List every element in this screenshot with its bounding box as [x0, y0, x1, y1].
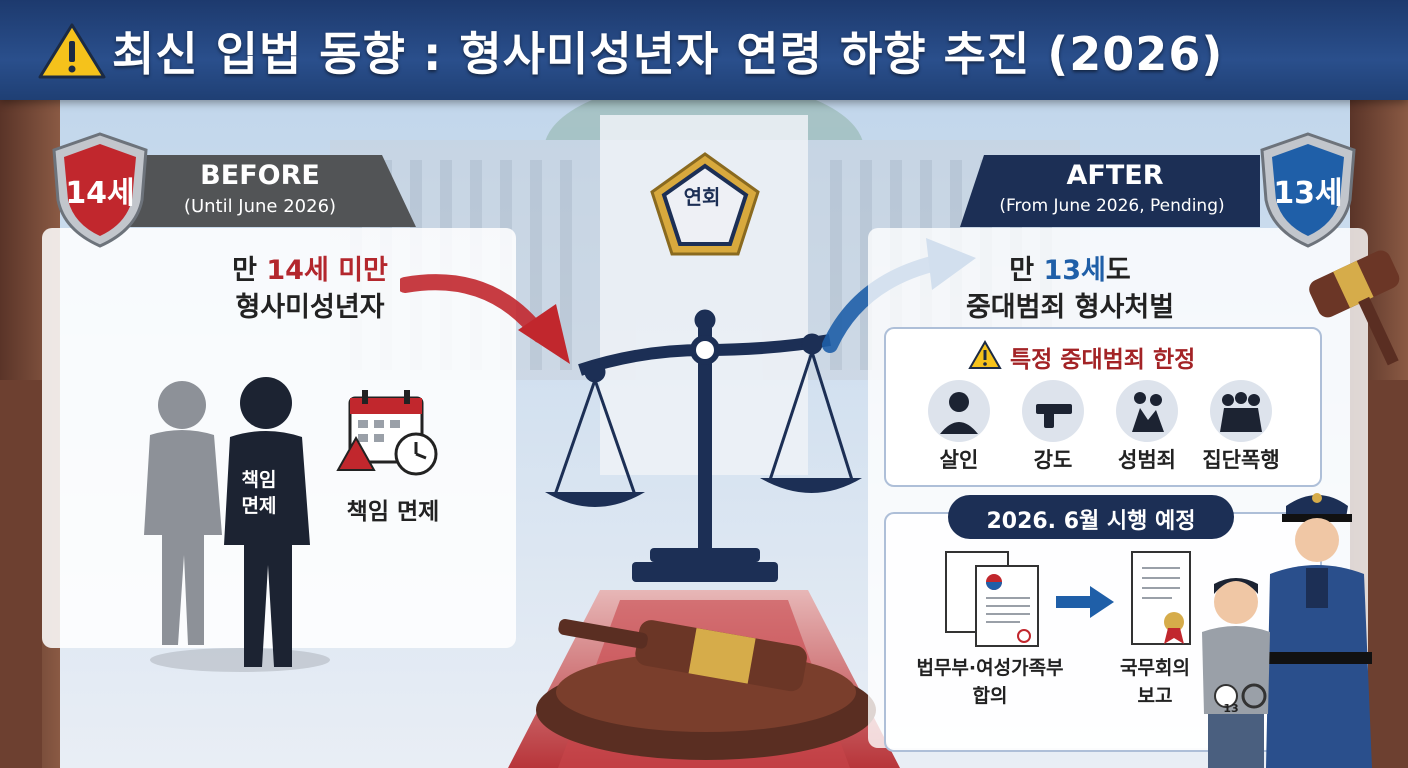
after-age-prefix: 만 — [1009, 255, 1044, 286]
police-officer-arresting-youth-illustration — [1202, 493, 1372, 768]
after-status-text: 중대범죄 형사처벌 — [965, 292, 1175, 323]
exemption-label: 책임 면제 — [346, 499, 440, 525]
sexual-crime-icon — [1116, 380, 1178, 442]
calendar-clock-warning-icon — [336, 390, 438, 476]
crime-label-group-assault: 집단폭행 — [1202, 448, 1280, 472]
gavel-icon — [536, 619, 876, 760]
suspect-person-icon — [928, 380, 990, 442]
after-age-text: 만 13세도 — [960, 248, 1180, 287]
crime-label-robbery: 강도 — [1033, 448, 1073, 472]
cabinet-report-line2: 보고 — [1137, 685, 1173, 707]
age-13-shield-icon — [1260, 132, 1356, 248]
before-age-badge: 14세 — [65, 176, 135, 211]
after-period: (From June 2026, Pending) — [999, 196, 1225, 216]
after-age-highlight: 13세 — [1043, 255, 1106, 286]
boy-silhouettes-illustration — [144, 377, 330, 672]
after-age-badge: 13세 — [1273, 176, 1343, 211]
after-age-suffix: 도 — [1105, 255, 1131, 286]
title-bar — [0, 0, 1408, 100]
national-assembly-seal-icon — [650, 152, 760, 256]
scales-of-justice-icon — [545, 309, 862, 582]
age-14-shield-icon — [52, 132, 148, 248]
after-label: AFTER — [1066, 160, 1164, 191]
after-header — [960, 155, 1260, 227]
warning-triangle-small-icon — [968, 340, 1002, 369]
crime-list-title: 특정 중대범죄 한정 — [1010, 347, 1196, 373]
agreement-documents-icon — [945, 551, 1039, 647]
boy-label-line2: 면제 — [241, 495, 277, 517]
warning-triangle-icon — [38, 23, 106, 79]
agreement-label-line1: 법무부·여성가족부 — [916, 657, 1064, 679]
red-arrow-icon — [400, 274, 570, 364]
robbery-gun-icon — [1022, 380, 1084, 442]
before-status-text: 형사미성년자 — [235, 292, 385, 323]
before-label: BEFORE — [200, 160, 320, 191]
cabinet-report-line1: 국무회의 — [1120, 657, 1190, 679]
agreement-label-line2: 합의 — [972, 685, 1008, 707]
process-arrow-icon — [1056, 586, 1114, 618]
before-age-highlight: 14세 미만 — [266, 255, 388, 286]
crime-label-murder: 살인 — [939, 448, 979, 472]
gavel-right-icon — [1309, 250, 1400, 366]
handcuff-tag: 13 — [1223, 702, 1239, 715]
before-period: (Until June 2026) — [183, 196, 337, 217]
schedule-pill — [948, 495, 1234, 539]
seal-text: 연회 — [683, 185, 721, 209]
schedule-text: 2026. 6월 시행 예정 — [986, 509, 1196, 534]
before-age-prefix: 만 — [232, 255, 267, 286]
group-assault-icon — [1210, 380, 1272, 442]
report-document-icon — [1131, 551, 1191, 645]
boy-label-line1: 책임 — [241, 469, 277, 491]
crime-label-sexual: 성범죄 — [1118, 448, 1176, 472]
before-age-text: 만 14세 미만 — [190, 248, 430, 287]
page-title: 최신 입법 동향 : 형사미성년자 연령 하향 추진 (2026) — [112, 27, 1224, 81]
